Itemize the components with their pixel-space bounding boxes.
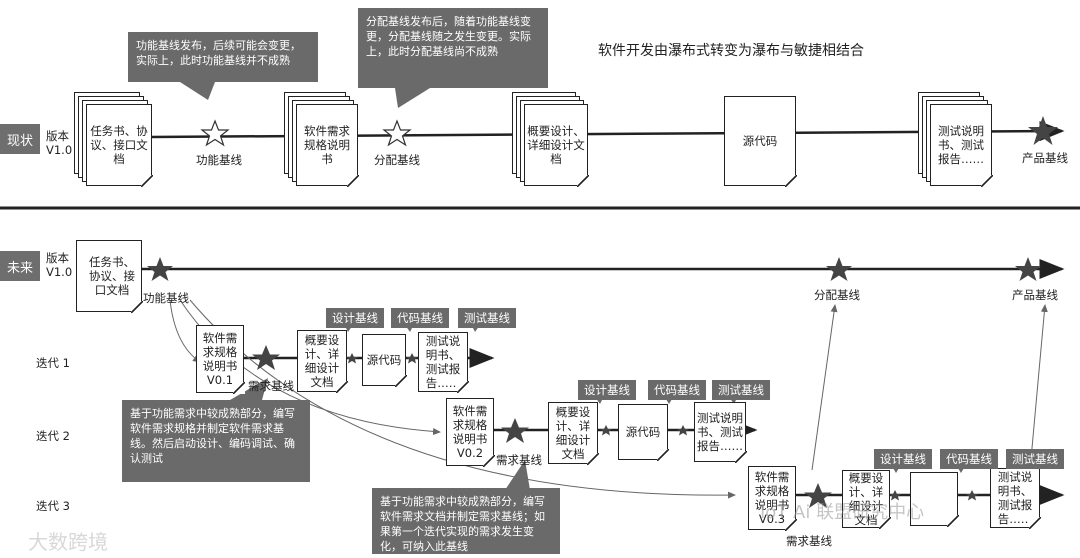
callout-iteration-2: 基于功能需求中较成熟部分，编写软件需求文档并制定需求基线；如果第一个迭代实现的需… (372, 488, 560, 554)
tag-test-baseline: 测试基线 (1006, 449, 1064, 469)
doc-requirements-spec: 软件需求规格说明书 (296, 104, 359, 187)
doc-task-book: 任务书、协议、接口文档 (86, 104, 153, 187)
baseline-requirements: 需求基线 (786, 534, 832, 548)
star-icon (382, 119, 412, 147)
baseline-functional: 功能基线 (196, 153, 242, 167)
iteration-label-3: 迭代 3 (36, 499, 70, 513)
doc-design: 概要设计、详细设计文档 (297, 330, 348, 393)
callout-allocated-baseline: 分配基线发布后，随着功能基线变更，分配基线随之发生变更。实际上，此时分配基线尚不… (358, 8, 548, 88)
baseline-functional: 功能基线 (143, 291, 189, 305)
star-icon (1015, 257, 1041, 281)
tag-design-baseline: 设计基线 (578, 380, 636, 400)
callout-functional-baseline: 功能基线发布，后续可能会变更，实际上，此时功能基线并不成熟 (128, 32, 318, 82)
version-number: V1.0 (46, 143, 73, 157)
star-icon (200, 119, 230, 147)
watermark-left: 大数跨境 (28, 530, 108, 554)
star-icon (826, 257, 852, 281)
doc-requirements-spec: 软件需求规格说明书 V0.2 (446, 398, 495, 467)
doc-test: 测试说明书、测试报告…… (694, 402, 747, 463)
section-label-future: 未来 (0, 251, 40, 281)
doc-requirements-spec: 软件需求规格说明书 V0.3 (748, 466, 797, 531)
doc-test: 测试说明书、测试报告…… (418, 332, 469, 393)
star-icon (252, 345, 280, 370)
doc-requirements-spec: 软件需求规格说明书 V0.1 (196, 325, 245, 394)
doc-source-code: 源代码 (724, 96, 797, 187)
baseline-product: 产品基线 (1012, 288, 1058, 302)
diagram-title: 软件开发由瀑布式转变为瀑布与敏捷相结合 (598, 43, 864, 59)
tag-code-baseline: 代码基线 (940, 449, 998, 469)
tag-test-baseline: 测试基线 (458, 308, 516, 328)
doc-design: 概要设计、详细设计文档 (548, 402, 599, 465)
baseline-product: 产品基线 (1022, 151, 1068, 165)
iteration-label-1: 迭代 1 (36, 356, 70, 370)
star-icon (804, 483, 832, 508)
baseline-requirements: 需求基线 (248, 379, 294, 393)
doc-design: 概要设计、详细设计文档 (524, 104, 589, 187)
watermark-right: IoT Ai 联盟研究中心 (760, 502, 925, 523)
tag-test-baseline: 测试基线 (712, 380, 770, 400)
section-label-current: 现状 (0, 124, 40, 154)
tag-code-baseline: 代码基线 (648, 380, 706, 400)
doc-source-code: 源代码 (618, 404, 669, 461)
iteration-label-2: 迭代 2 (36, 429, 70, 443)
tag-code-baseline: 代码基线 (391, 308, 449, 328)
star-icon (147, 257, 173, 281)
version-number: V1.0 (46, 265, 73, 279)
baseline-allocated: 分配基线 (814, 288, 860, 302)
doc-test: 测试说明书、测试报告…… (930, 104, 993, 187)
version-label: 版本 (46, 129, 69, 143)
doc-source-code (910, 472, 959, 527)
doc-source-code: 源代码 (362, 334, 407, 387)
star-icon (1028, 116, 1058, 145)
version-label: 版本 (46, 251, 69, 265)
callout-iteration-1: 基于功能需求中较成熟部分，编写软件需求规格并制定软件需求基线。然后启动设计、编码… (122, 400, 310, 482)
tag-design-baseline: 设计基线 (874, 449, 932, 469)
doc-task-book: 任务书、协议、接口文档 (76, 240, 143, 313)
star-icon (501, 418, 529, 443)
baseline-requirements: 需求基线 (496, 453, 542, 467)
doc-design: 概要设计、详细设计文档 (842, 470, 891, 529)
doc-test: 测试说明书、测试报告…… (990, 468, 1041, 529)
tag-design-baseline: 设计基线 (326, 308, 384, 328)
baseline-allocated: 分配基线 (374, 153, 420, 167)
